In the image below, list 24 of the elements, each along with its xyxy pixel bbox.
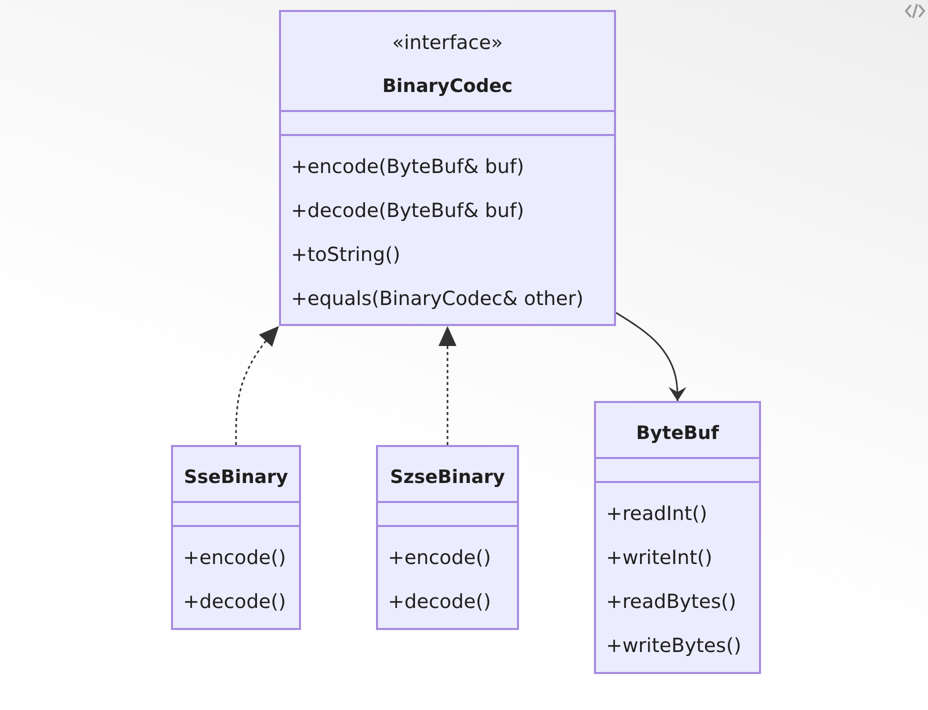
method-label: +writeInt() — [606, 545, 712, 571]
method-label: +readBytes() — [606, 589, 736, 615]
method-label: +decode() — [183, 589, 286, 615]
method-label: +decode(ByteBuf& buf) — [291, 198, 524, 224]
method-label: +writeBytes() — [606, 633, 742, 659]
class-box — [171, 445, 301, 630]
dashed-arrow — [235, 325, 280, 445]
class-name: BinaryCodec — [382, 75, 513, 99]
method-label: +encode(ByteBuf& buf) — [291, 154, 524, 180]
arrow — [616, 312, 686, 401]
stereotype-label: «interface» — [392, 30, 503, 56]
class-box — [594, 401, 761, 674]
class-name: SzseBinary — [390, 466, 505, 490]
method-label: +decode() — [388, 589, 491, 615]
class-name: SseBinary — [184, 466, 288, 490]
class-box — [279, 10, 616, 326]
dashed-arrow — [438, 326, 456, 445]
method-label: +equals(BinaryCodec& other) — [291, 286, 584, 312]
class-box — [376, 445, 519, 630]
method-label: +toString() — [291, 242, 400, 268]
method-label: +encode() — [388, 545, 491, 571]
class-name: ByteBuf — [636, 422, 719, 446]
method-label: +readInt() — [606, 501, 708, 527]
method-label: +encode() — [183, 545, 286, 571]
